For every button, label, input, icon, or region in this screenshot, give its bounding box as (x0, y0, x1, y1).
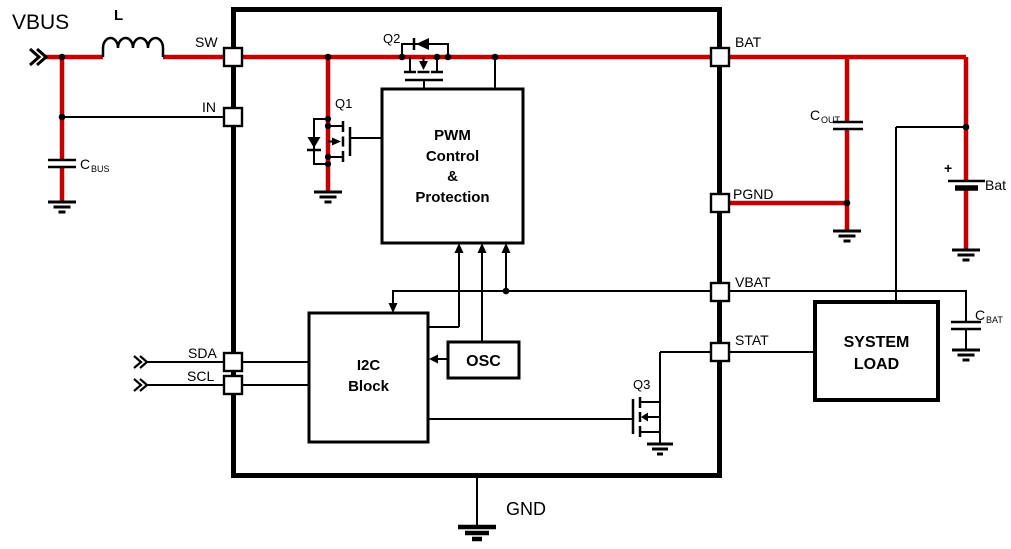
osc-block (446, 340, 521, 380)
vbus-label: VBUS (12, 11, 69, 34)
ground-symbols (48, 190, 980, 456)
pin-label-sda: SDA (188, 345, 217, 361)
cbus-plates (48, 158, 76, 169)
pin-label-stat: STAT (735, 332, 769, 348)
wire-battery-to-system-load (895, 126, 966, 302)
i2c-text-line2: Block (348, 378, 390, 395)
capacitor-cbat (951, 320, 981, 331)
cbus-label-sub: BUS (91, 164, 110, 174)
junction-dots (58, 53, 970, 295)
wire-i2c-to-pwm (428, 249, 460, 328)
system-load-text-line2: LOAD (854, 356, 899, 373)
cout-label: C (810, 107, 820, 123)
ground-gnd-main (458, 524, 496, 542)
pwm-text-line4: Protection (415, 189, 489, 206)
ground-q1 (314, 190, 342, 204)
capacitor-cout (833, 120, 863, 131)
ic-pins (222, 46, 731, 396)
pwm-text-line2: Control (426, 148, 479, 165)
pin-scl (222, 374, 244, 396)
sda-chevron-icon (133, 355, 149, 369)
cout-plates (833, 120, 863, 131)
arrow-into-pwm-3 (501, 243, 511, 253)
pin-pgnd (709, 192, 731, 214)
pwm-text-line3: & (447, 168, 458, 185)
pin-vbat (709, 281, 731, 303)
q2-arrow (419, 61, 428, 70)
system-load-block (813, 300, 940, 402)
pin-in (222, 106, 244, 128)
pin-label-sw: SW (195, 34, 218, 50)
cout-label-sub: OUT (821, 115, 841, 125)
ground-battery (952, 248, 980, 262)
pin-label-pgnd: PGND (733, 186, 773, 202)
gnd-label: GND (506, 499, 546, 519)
q2-mosfet (401, 38, 449, 82)
capacitor-cbus (48, 158, 76, 169)
inductor (101, 36, 165, 57)
inductor-label: L (114, 7, 123, 24)
q3-label: Q3 (633, 377, 650, 392)
i2c-text-line1: I2C (357, 357, 381, 374)
pwm-control-block (380, 87, 525, 245)
ground-q3 (647, 442, 673, 456)
battery-plus-label: + (944, 160, 952, 176)
input-chevrons (29, 47, 149, 392)
pwm-text-line1: PWM (434, 127, 471, 144)
q3-terminal-stubs (640, 401, 660, 433)
q1-body-diode (307, 137, 321, 148)
ground-cout (833, 229, 861, 243)
arrow-into-i2c-right (429, 354, 438, 364)
pin-label-vbat: VBAT (735, 274, 771, 290)
battery-label: Bat (985, 177, 1006, 193)
pin-label-bat: BAT (735, 34, 762, 50)
ic-boundary (231, 7, 722, 478)
pin-stat (709, 341, 731, 363)
cbat-plates (951, 320, 981, 331)
q1-label: Q1 (335, 96, 352, 111)
pin-sda (222, 351, 244, 373)
q1-arrow (332, 137, 341, 146)
q3-mosfet (631, 397, 660, 437)
inductor-coil (101, 36, 165, 57)
arrow-into-pwm-2 (477, 243, 487, 253)
cbat-label-sub: BAT (986, 315, 1003, 325)
battery-symbol (948, 179, 985, 191)
q2-label: Q2 (383, 31, 400, 46)
q1-mosfet (307, 118, 352, 165)
q3-arrow (641, 412, 648, 422)
arrowheads (388, 243, 511, 364)
pin-sw (222, 46, 244, 68)
cbat-label: C (975, 307, 985, 323)
arrow-into-i2c-top (388, 303, 398, 313)
wire-vbat (392, 290, 967, 321)
ground-cbat (952, 348, 980, 362)
i2c-block (307, 311, 430, 444)
osc-text: OSC (466, 353, 501, 370)
labels: VBUS L SW IN SDA SCL BAT PGND VBAT STAT … (12, 7, 1006, 519)
pin-bat (709, 46, 731, 68)
vbus-chevron-icon (29, 47, 49, 67)
scl-chevron-icon (133, 378, 149, 392)
ground-cbus (48, 200, 76, 214)
q2-body-diode (416, 38, 429, 50)
pin-label-scl: SCL (187, 368, 214, 384)
system-load-text-line1: SYSTEM (844, 334, 910, 351)
pin-label-in: IN (202, 99, 216, 115)
arrow-into-pwm-1 (454, 243, 464, 253)
cbus-label: C (80, 156, 90, 172)
